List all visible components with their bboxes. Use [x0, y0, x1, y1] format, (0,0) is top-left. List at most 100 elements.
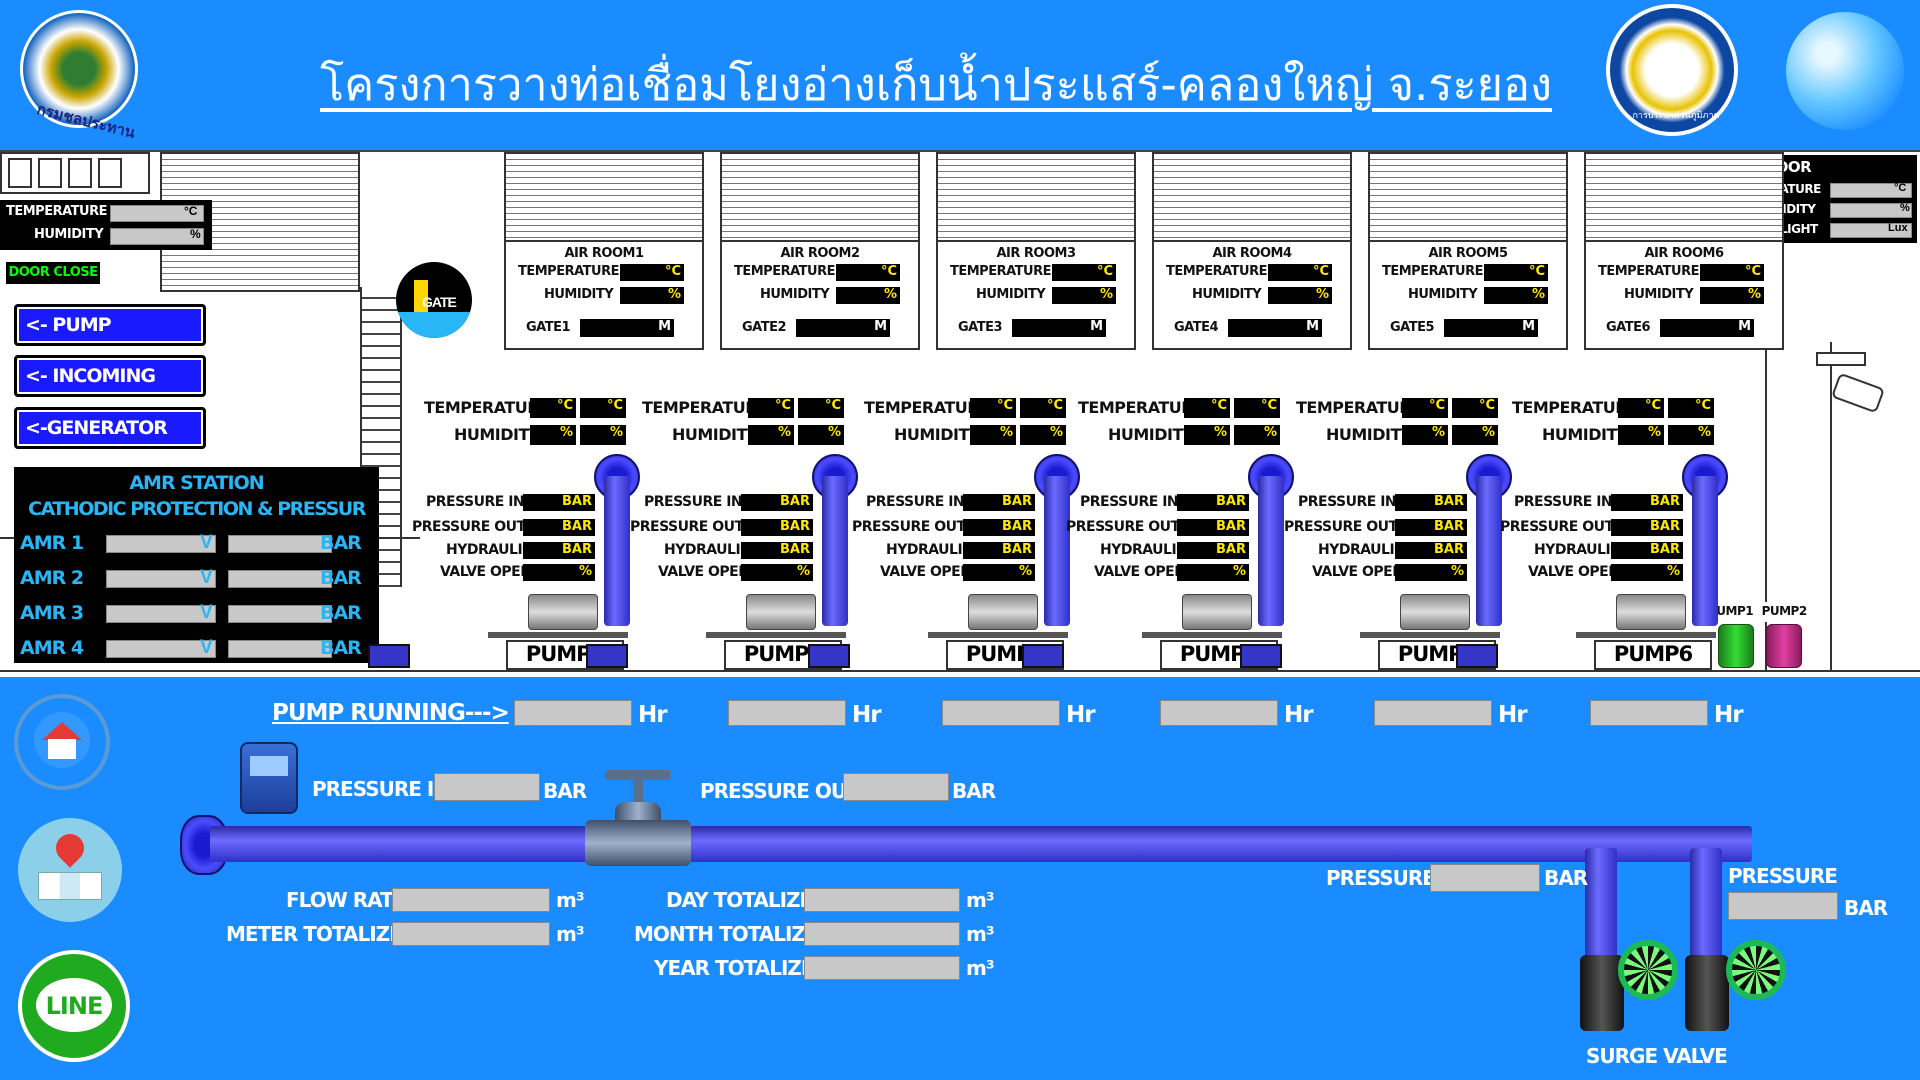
- day-totalizer-unit: m³: [966, 888, 995, 912]
- pump-riser-pipe: [1044, 476, 1070, 626]
- pump-humidity-label: HUMIDITY: [894, 425, 981, 444]
- pressure-out-unit: BAR: [952, 779, 996, 803]
- surge-valve-1-icon[interactable]: [1580, 955, 1624, 1031]
- year-totalizer-unit: m³: [966, 956, 995, 980]
- surge-wheel-1-icon[interactable]: [1618, 940, 1678, 1000]
- pump-motor-icon[interactable]: [1616, 594, 1686, 630]
- small-pump1-icon[interactable]: [1718, 624, 1754, 668]
- pump-base: [1360, 632, 1500, 638]
- small-pump2-icon[interactable]: [1766, 624, 1802, 668]
- room-humidity-unit: %: [1052, 287, 1116, 304]
- month-totalizer-label: MONTH TOTALIZER: [634, 922, 833, 946]
- incoming-button[interactable]: <- INCOMING: [14, 355, 206, 397]
- map-button[interactable]: [18, 818, 122, 922]
- amr-label: AMR 3: [20, 602, 84, 624]
- amr-pressure-value: [228, 570, 332, 588]
- pump-4-run-hours-unit: Hr: [1284, 702, 1314, 728]
- gate-level-unit: M: [796, 319, 890, 337]
- gate-valve-icon[interactable]: [585, 770, 691, 872]
- home-button[interactable]: [14, 694, 110, 790]
- pump-humidity-unit-2: %: [580, 425, 626, 445]
- surge-pressure1-label: PRESSURE: [1326, 866, 1436, 890]
- room-temperature-label: TEMPERATURE: [734, 264, 835, 279]
- pump-control-panel-icon[interactable]: [1240, 644, 1282, 668]
- air-room-name: AIR ROOM5: [1428, 246, 1508, 261]
- pump-1-run-hours-value: [514, 700, 632, 726]
- room-louver: [936, 152, 1136, 242]
- temperature-unit: °C: [184, 204, 198, 218]
- room-louver: [1152, 152, 1352, 242]
- pump-pressure-out-label: PRESSURE OUT: [1284, 519, 1398, 535]
- gate-label: GATE3: [958, 320, 1003, 335]
- camera-icon[interactable]: [1810, 352, 1890, 422]
- pump-valve-open-unit: %: [523, 564, 595, 581]
- pump-control-panel-icon[interactable]: [368, 644, 410, 668]
- pump-hydraulics-label: HYDRAULICS: [664, 542, 760, 558]
- pump-motor-icon[interactable]: [968, 594, 1038, 630]
- surge-pipe-1: [1585, 848, 1617, 968]
- pump-control-panel-icon[interactable]: [1022, 644, 1064, 668]
- pump-base: [488, 632, 628, 638]
- pump-motor-icon[interactable]: [1400, 594, 1470, 630]
- pump-pressure-in-unit: BAR: [523, 494, 595, 511]
- generator-button[interactable]: <-GENERATOR: [14, 407, 206, 449]
- page-title: โครงการวางท่อเชื่อมโยงอ่างเก็บน้ำประแสร์…: [320, 58, 1553, 111]
- pump-valve-open-label: VALVE OPEN: [1094, 564, 1186, 580]
- flow-meter-icon[interactable]: [240, 742, 298, 814]
- door-status-badge: DOOR CLOSE: [6, 262, 100, 284]
- plant-diagram: TEMPERATURE °C HUMIDITY % DOOR CLOSE GAT…: [0, 150, 1920, 677]
- pressure-in-unit: BAR: [543, 779, 587, 803]
- pump-temperature-label: TEMPERATURE: [424, 398, 550, 417]
- pump-temperature-unit-1: °C: [1184, 398, 1230, 418]
- room-temperature-label: TEMPERATURE: [950, 264, 1051, 279]
- pump-control-panel-icon[interactable]: [586, 644, 628, 668]
- pump-motor-icon[interactable]: [528, 594, 598, 630]
- home-icon: [34, 712, 90, 768]
- irrigation-dept-logo: กรมชลประทาน: [20, 10, 138, 142]
- pump-control-panel-icon[interactable]: [808, 644, 850, 668]
- pump-5-run-hours-unit: Hr: [1498, 702, 1528, 728]
- outdoor-humidity-value: [1830, 203, 1912, 218]
- surge-valve-2-icon[interactable]: [1685, 955, 1729, 1031]
- pump-temperature-unit-1: °C: [1402, 398, 1448, 418]
- pump-humidity-unit-2: %: [1452, 425, 1498, 445]
- pressure-out-value: [843, 773, 949, 801]
- pump-starter-button[interactable]: <- PUMP STARTER: [14, 304, 206, 372]
- room-temperature-label: TEMPERATURE: [1598, 264, 1699, 279]
- pump-hydraulics-label: HYDRAULICS: [1534, 542, 1630, 558]
- amr-voltage-value: [106, 535, 216, 553]
- gate-level-unit: M: [1444, 319, 1538, 337]
- air-room-name: AIR ROOM2: [780, 246, 860, 261]
- line-button[interactable]: LINE: [18, 950, 130, 1062]
- surge-wheel-2-icon[interactable]: [1726, 940, 1786, 1000]
- pump-base: [706, 632, 846, 638]
- surge-pressure2-value: [1728, 892, 1838, 920]
- pump-temperature-label: TEMPERATURE: [1078, 398, 1204, 417]
- pump-humidity-label: HUMIDITY: [454, 425, 541, 444]
- pump-pressure-in-unit: BAR: [1611, 494, 1683, 511]
- day-totalizer-value: [804, 888, 960, 912]
- pump-valve-open-unit: %: [1177, 564, 1249, 581]
- pump-humidity-unit-1: %: [970, 425, 1016, 445]
- room-temperature-unit: °C: [620, 264, 684, 281]
- year-totalizer-label: YEAR TOTALIZER: [654, 956, 829, 980]
- gate-icon[interactable]: GATE: [396, 262, 472, 338]
- pump-control-panel-icon[interactable]: [1456, 644, 1498, 668]
- surge-valve-label: SURGE VALVE: [1586, 1044, 1728, 1068]
- pump-humidity-label: HUMIDITY: [1108, 425, 1195, 444]
- pump-motor-icon[interactable]: [746, 594, 816, 630]
- pump-temperature-unit-1: °C: [1618, 398, 1664, 418]
- pump-name[interactable]: PUMP6: [1594, 640, 1712, 670]
- pump-motor-icon[interactable]: [1182, 594, 1252, 630]
- pressure-in-label: PRESSURE IN: [312, 777, 450, 801]
